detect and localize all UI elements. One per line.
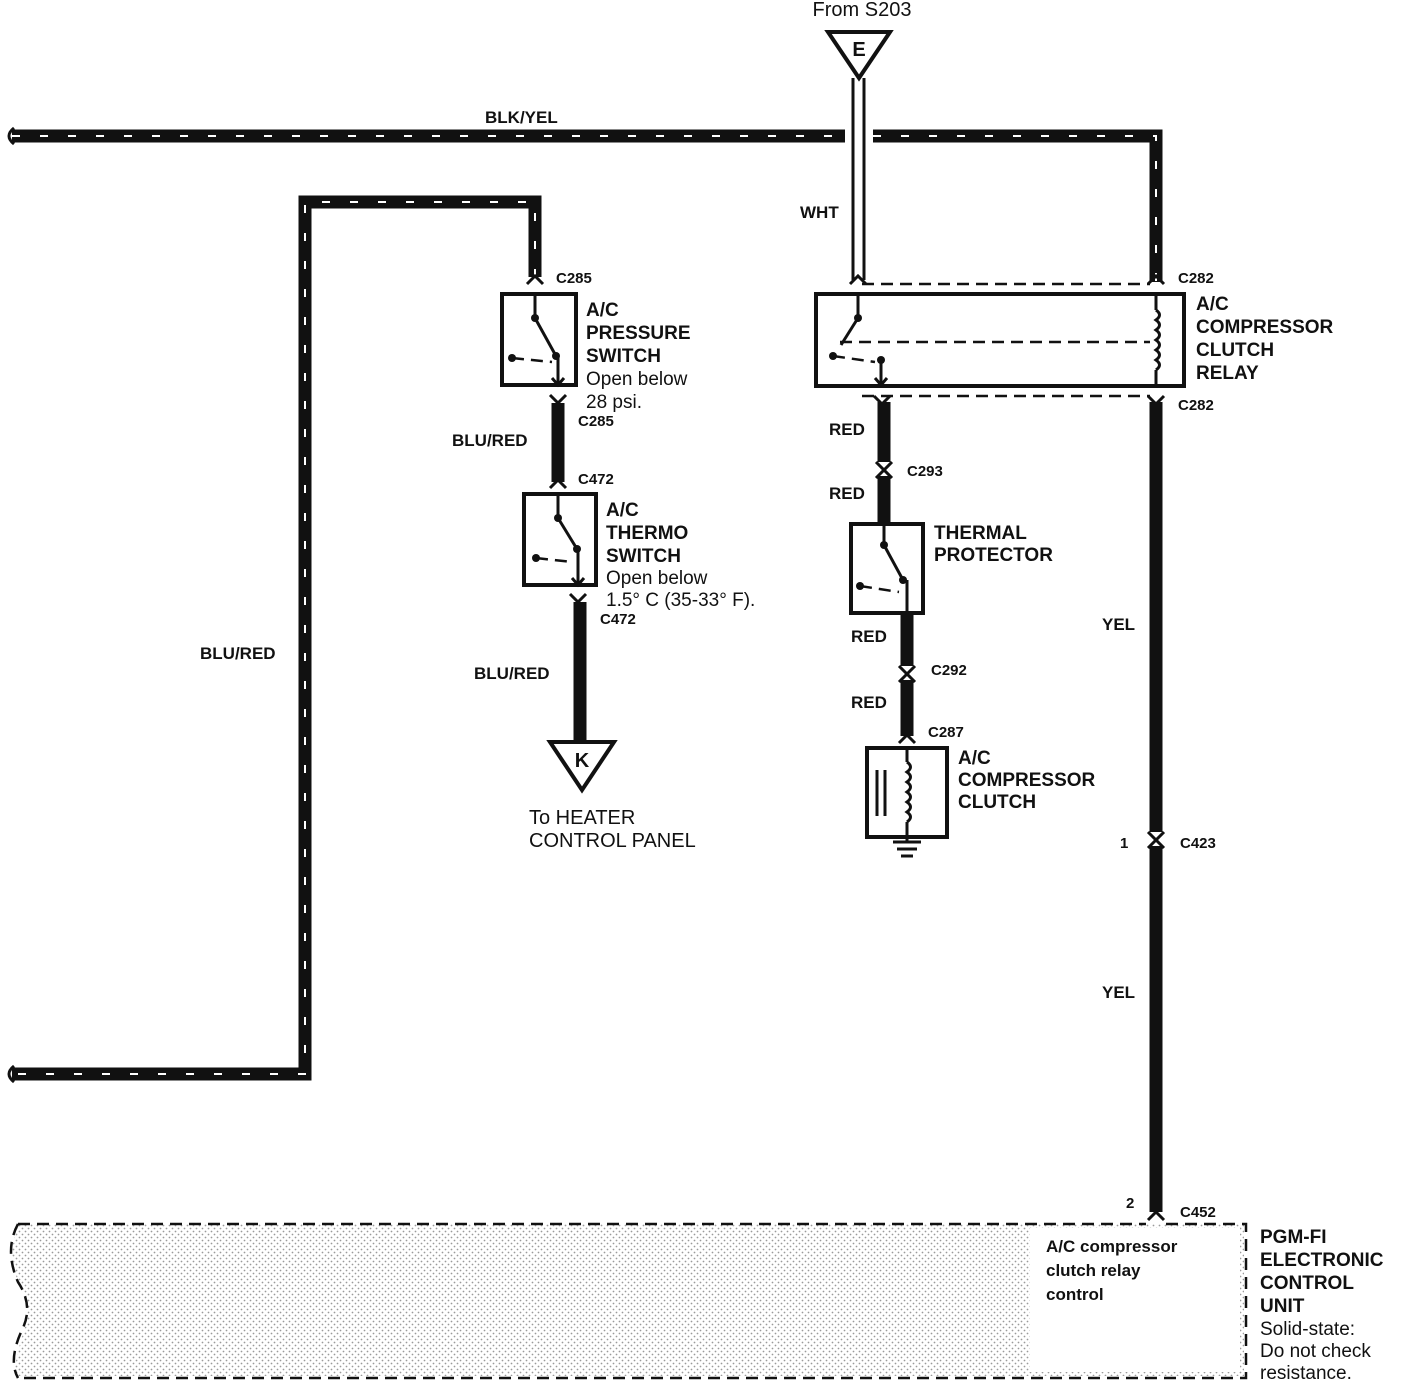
- ecu-title-4: UNIT: [1260, 1296, 1305, 1317]
- pressure-title-1: A/C: [586, 300, 619, 321]
- ecu-note-3: resistance.: [1260, 1363, 1352, 1382]
- c287-mark: [897, 732, 917, 745]
- blk-yel-wire-label: BLK/YEL: [485, 108, 558, 127]
- thermo-note-2: 1.5° C (35-33° F).: [606, 590, 755, 611]
- clutch-title-1: A/C: [958, 748, 991, 769]
- thermo-connector-bottom: C472: [600, 611, 636, 628]
- source-label: From S203: [813, 0, 912, 21]
- c292-label: C292: [931, 662, 967, 679]
- red-wire-3-label: RED: [851, 627, 887, 646]
- connector-k-label: K: [575, 750, 590, 772]
- thermo-connector-top: C472: [578, 471, 614, 488]
- red-wire-2-label: RED: [829, 484, 865, 503]
- yel-wire-1-label: YEL: [1102, 615, 1135, 634]
- blk-yel-wire: [7, 126, 1163, 282]
- thermo-title-3: SWITCH: [606, 546, 681, 567]
- c292-bottom-mark: [897, 671, 917, 684]
- thermo-note-1: Open below: [606, 568, 708, 589]
- relay-box: [814, 292, 1186, 388]
- pressure-switch: C285 A/C PRESSURE SWITCH Open below 28 p…: [500, 270, 691, 430]
- ecu-function-3: control: [1046, 1285, 1104, 1304]
- heater-dest-1: To HEATER: [529, 807, 635, 829]
- red-wire-4-label: RED: [851, 693, 887, 712]
- c452-label: C452: [1180, 1204, 1216, 1221]
- pressure-switch-box: [500, 292, 578, 387]
- connector-k-symbol: K: [546, 740, 618, 794]
- thermal-protector: THERMAL PROTECTOR: [849, 522, 1053, 615]
- c452-mark: [1146, 1209, 1166, 1222]
- ecu-note-1: Solid-state:: [1260, 1319, 1355, 1340]
- blu-red-loop-wire: [7, 195, 542, 1084]
- pressure-title-3: SWITCH: [586, 346, 661, 367]
- thermal-protector-box: [849, 522, 925, 615]
- c293-label: C293: [907, 463, 943, 480]
- c287-label: C287: [928, 724, 964, 741]
- compressor-clutch-relay: C282 A/C COMPRESSOR CLUTCH RELAY C282: [814, 270, 1334, 414]
- pressure-connector-top: C285: [556, 270, 592, 287]
- relay-title-3: CLUTCH: [1196, 340, 1274, 361]
- ecu-block: A/C compressor clutch relay control PGM-…: [9, 1222, 1384, 1382]
- relay-title-1: A/C: [1196, 294, 1229, 315]
- relay-title-2: COMPRESSOR: [1196, 317, 1334, 338]
- wht-wire-label: WHT: [800, 203, 839, 222]
- compressor-clutch: A/C COMPRESSOR CLUTCH: [865, 746, 1096, 858]
- pressure-title-2: PRESSURE: [586, 323, 691, 344]
- heater-dest-2: CONTROL PANEL: [529, 830, 696, 852]
- ecu-note-2: Do not check: [1260, 1341, 1371, 1362]
- ecu-function-1: A/C compressor: [1046, 1237, 1178, 1256]
- thermal-title-1: THERMAL: [934, 523, 1027, 544]
- ecu-title-3: CONTROL: [1260, 1273, 1354, 1294]
- c293-bottom-mark: [874, 467, 894, 480]
- connector-e-label: E: [852, 39, 865, 61]
- c452-pin-label: 2: [1126, 1195, 1134, 1212]
- yel-wire-2-label: YEL: [1102, 983, 1135, 1002]
- c423-label: C423: [1180, 835, 1216, 852]
- pressure-note-2: 28 psi.: [586, 392, 642, 413]
- red-wire-1-label: RED: [829, 420, 865, 439]
- pressure-note-1: Open below: [586, 369, 688, 390]
- c423-bottom-mark: [1146, 837, 1166, 850]
- thermo-switch-box: [522, 492, 598, 587]
- thermo-title-1: A/C: [606, 500, 639, 521]
- relay-title-4: RELAY: [1196, 363, 1259, 384]
- wht-wire: [851, 78, 866, 280]
- clutch-title-3: CLUTCH: [958, 792, 1036, 813]
- connector-e-symbol: E: [824, 30, 894, 82]
- c423-pin-label: 1: [1120, 835, 1128, 852]
- clutch-title-2: COMPRESSOR: [958, 770, 1096, 791]
- relay-connector-bottom: C282: [1178, 397, 1214, 414]
- thermal-title-2: PROTECTOR: [934, 545, 1053, 566]
- ecu-title-2: ELECTRONIC: [1260, 1250, 1384, 1271]
- pressure-thermo-wire-label: BLU/RED: [452, 431, 528, 450]
- relay-connector-top: C282: [1178, 270, 1214, 287]
- ecu-function-2: clutch relay: [1046, 1261, 1141, 1280]
- blu-red-loop-label: BLU/RED: [200, 644, 276, 663]
- thermo-title-2: THERMO: [606, 523, 688, 544]
- thermo-k-wire-label: BLU/RED: [474, 664, 550, 683]
- pressure-connector-bottom: C285: [578, 413, 614, 430]
- ecu-title-1: PGM-FI: [1260, 1227, 1327, 1248]
- thermo-switch: C472 A/C THERMO SWITCH Open below 1.5° C…: [522, 471, 755, 628]
